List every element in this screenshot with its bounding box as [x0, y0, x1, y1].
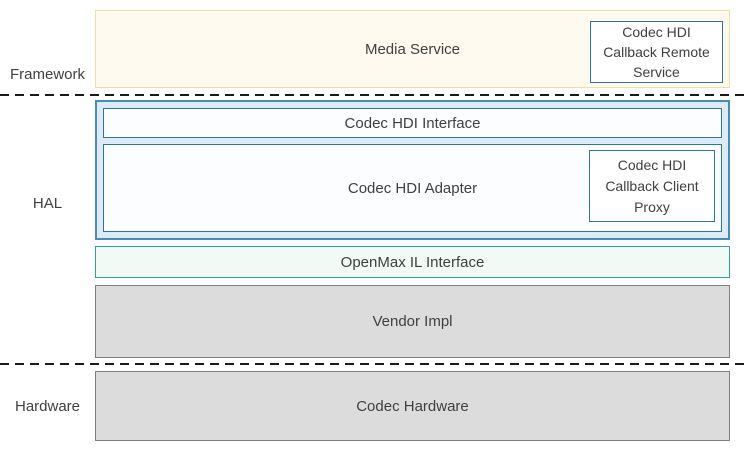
codec-hdi-adapter-label: Codec HDI Adapter [347, 179, 478, 197]
codec-hdi-adapter-box: Codec HDI Adapter Codec HDI Callback Cli… [103, 144, 722, 232]
codec-hdi-callback-remote-service-box: Codec HDI Callback Remote Service [590, 21, 723, 83]
layer-label-hardware: Hardware [14, 398, 81, 415]
vendor-impl-box: Vendor Impl [95, 285, 730, 358]
openmax-il-interface-box: OpenMax IL Interface [95, 246, 730, 278]
framework-hal-divider [0, 94, 745, 96]
hal-hardware-divider [0, 363, 745, 365]
codec-hardware-box: Codec Hardware [95, 371, 730, 441]
codec-hdi-callback-client-proxy-box: Codec HDI Callback Client Proxy [589, 150, 715, 222]
codec-hdi-interface-box: Codec HDI Interface [103, 108, 722, 138]
media-service-box: Media Service Codec HDI Callback Remote … [95, 10, 730, 88]
media-service-label: Media Service [364, 40, 461, 58]
layer-label-hal: HAL [32, 195, 63, 212]
layer-label-framework: Framework [9, 66, 85, 83]
hal-container-box: Codec HDI Interface Codec HDI Adapter Co… [95, 100, 730, 240]
